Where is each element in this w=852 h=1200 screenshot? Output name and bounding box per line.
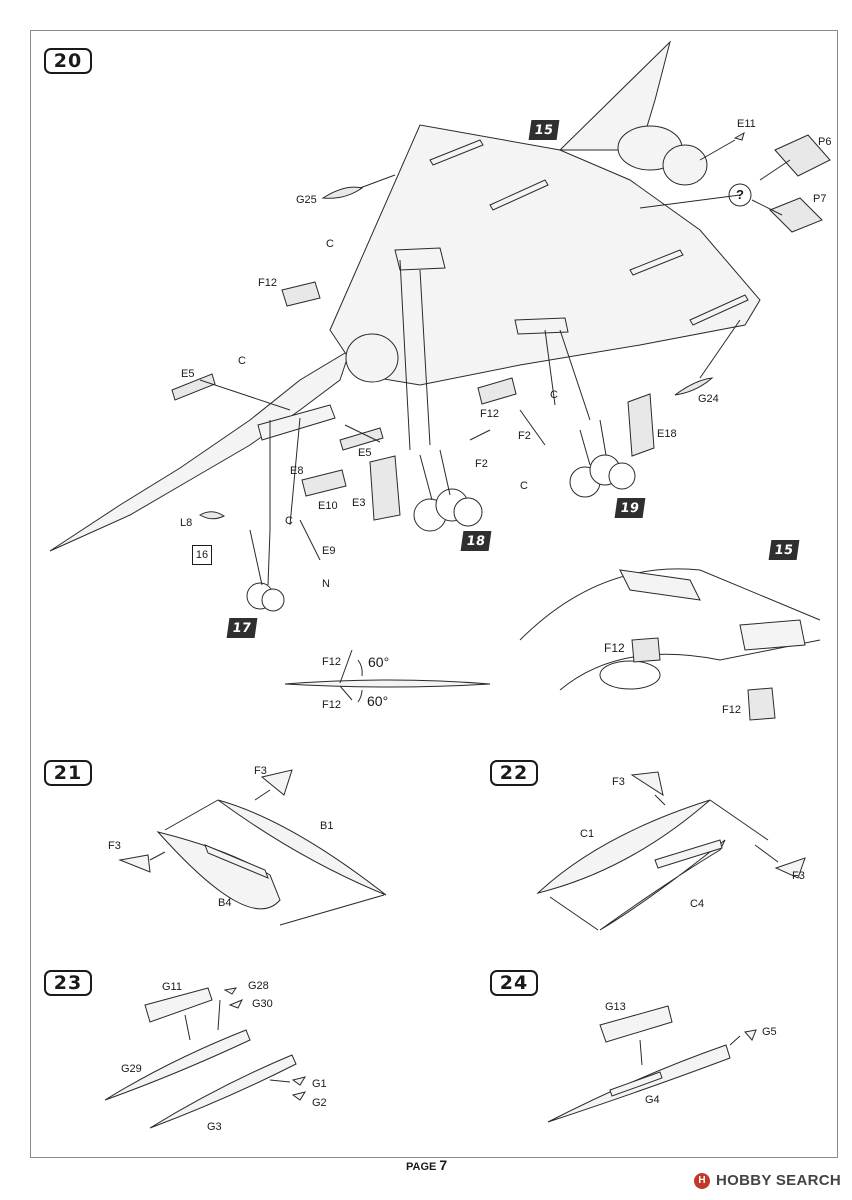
part-label: C	[326, 238, 334, 250]
page-label: PAGE	[406, 1161, 437, 1173]
angle-part-top: F12	[322, 656, 341, 668]
drop-tank-22-diagram	[536, 771, 806, 931]
step-21-badge: 21	[44, 760, 92, 786]
angle-degree-top: 60°	[368, 654, 390, 670]
step-22-badge: 22	[490, 760, 538, 786]
part-label: G4	[645, 1094, 660, 1106]
hobby-search-logo-icon: H	[694, 1172, 710, 1189]
part-label: C	[550, 389, 558, 401]
missile-24-diagram	[547, 1005, 757, 1123]
ref-number: 18	[465, 533, 487, 549]
ref-step-18: 18	[460, 531, 492, 551]
ref-step-16: 16	[192, 545, 212, 565]
page-number: PAGE 7	[406, 1157, 447, 1173]
part-label: G5	[762, 1026, 777, 1038]
part-label: P6	[818, 136, 832, 148]
part-label: C1	[580, 828, 595, 840]
part-label: G11	[162, 981, 182, 993]
part-label: E9	[322, 545, 336, 557]
part-label: E3	[352, 497, 366, 509]
part-label: B4	[218, 897, 232, 909]
ref-step-17: 17	[226, 618, 258, 638]
drop-tank-21-diagram	[118, 769, 387, 926]
part-label: C4	[690, 898, 705, 910]
part-label: G1	[312, 1078, 327, 1090]
part-label: N	[322, 578, 330, 590]
watermark: H HOBBY SEARCH	[694, 1172, 841, 1189]
part-label: G30	[252, 998, 273, 1010]
part-label: F3	[108, 840, 121, 852]
part-label: L8	[180, 517, 193, 529]
part-label: P7	[813, 193, 827, 205]
part-label: F3	[254, 765, 267, 777]
part-label: G28	[248, 980, 269, 992]
part-label: E18	[657, 428, 677, 440]
part-label: F12	[722, 704, 741, 716]
ref-step-15-detail: 15	[768, 540, 800, 560]
ref-number: 15	[533, 122, 555, 138]
part-label: E11	[737, 118, 756, 130]
part-label: F12	[258, 277, 277, 289]
part-label: C	[285, 515, 293, 527]
aircraft-assembly-diagram	[49, 40, 831, 721]
ref-number: 19	[619, 500, 641, 516]
part-label: C	[238, 355, 246, 367]
part-label: B1	[320, 820, 334, 832]
angle-degree-bottom: 60°	[367, 693, 389, 709]
part-label: G2	[312, 1097, 327, 1109]
ref-step-15: 15	[528, 120, 560, 140]
part-label: F12	[480, 408, 499, 420]
part-label: E10	[318, 500, 338, 512]
part-label: G13	[605, 1001, 626, 1013]
missile-23-diagram	[104, 987, 307, 1129]
part-label: G3	[207, 1121, 222, 1133]
ref-number: 17	[231, 620, 253, 636]
step-number: 22	[499, 762, 529, 784]
part-label: C	[520, 480, 528, 492]
question-mark: ?	[736, 187, 744, 202]
step-number: 21	[53, 762, 83, 784]
angle-part-bottom: F12	[322, 699, 341, 711]
ref-number: 15	[773, 542, 795, 558]
part-label: E5	[358, 447, 372, 459]
step-number: 20	[53, 50, 83, 72]
part-label: G29	[121, 1063, 142, 1075]
part-label: F3	[612, 776, 625, 788]
part-label: E5	[181, 368, 195, 380]
watermark-text: HOBBY SEARCH	[716, 1172, 842, 1189]
step-number: 24	[499, 972, 529, 994]
ref-number: 16	[195, 549, 209, 561]
page-number-value: 7	[439, 1157, 448, 1173]
step-23-badge: 23	[44, 970, 92, 996]
ref-step-19: 19	[614, 498, 646, 518]
step-24-badge: 24	[490, 970, 538, 996]
part-label: F2	[475, 458, 488, 470]
part-label: G24	[698, 393, 719, 405]
part-label: F12	[604, 641, 625, 655]
part-label: G25	[296, 194, 317, 206]
page-frame	[30, 30, 838, 1158]
part-label: E8	[290, 465, 304, 477]
step-20-badge: 20	[44, 48, 92, 74]
part-label: F3	[792, 870, 805, 882]
step-number: 23	[53, 972, 83, 994]
part-label: F2	[518, 430, 531, 442]
